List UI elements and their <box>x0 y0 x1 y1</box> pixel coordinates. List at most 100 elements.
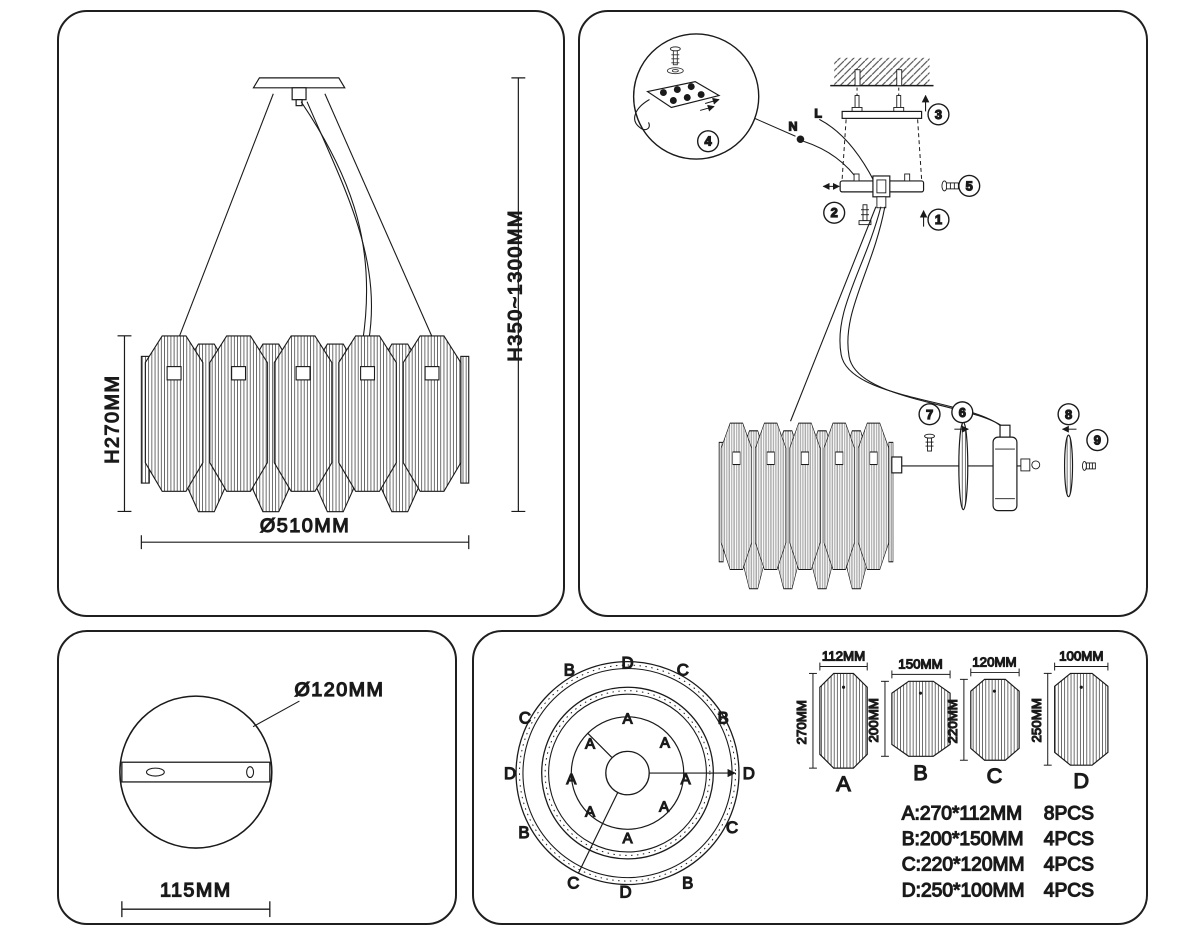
piece-b-width: 150MM <box>898 656 942 671</box>
dimension-drop-height: H350~1300MM <box>504 77 527 513</box>
screw-icon <box>1082 461 1096 471</box>
dimension-diameter-120: Ø120MM <box>252 678 384 728</box>
step-5-number: 5 <box>966 178 973 193</box>
screw-icon <box>924 433 935 452</box>
parts-list-size: D:250*100MM <box>902 880 1025 901</box>
front-view-drawing: H270MM H350~1300MM Ø510MM <box>101 77 527 550</box>
crystal-disc-edge <box>958 421 969 511</box>
terminal-block-icon <box>634 81 721 131</box>
piece-d-width: 100MM <box>1059 649 1103 664</box>
step-1-badge: 1 <box>919 208 950 231</box>
piece-c-height: 220MM <box>945 699 960 743</box>
canopy-plate <box>119 695 273 849</box>
parts-list-size: B:200*150MM <box>902 829 1024 850</box>
dimension-h270: H270MM <box>101 335 132 513</box>
step-9-badge: 9 <box>1086 428 1109 452</box>
step-8-number: 8 <box>1065 407 1072 422</box>
crystal-disc-edge <box>1063 434 1074 498</box>
dimension-115: 115MM <box>121 879 271 918</box>
crystal-piece-c: 120MM 220MM C <box>944 654 1020 789</box>
ring-label: B <box>518 823 529 842</box>
ring-label: C <box>567 873 579 892</box>
crystal-layout-panel: B D C C B D D B C C D B A A A A A A A <box>472 630 1148 925</box>
hanging-cords <box>790 206 1006 429</box>
parts-list-qty: 4PCS <box>1044 829 1094 850</box>
parts-list-qty: 4PCS <box>1044 880 1094 901</box>
canopy-drawing: Ø120MM 115MM <box>119 678 384 918</box>
mounting-bar <box>121 761 271 783</box>
rod-assembly <box>891 421 1096 512</box>
step-3-badge: 3 <box>927 103 950 126</box>
wire-l-label: L <box>814 106 822 120</box>
ceiling <box>830 57 934 87</box>
step-6-number: 6 <box>959 405 966 420</box>
ring-label: D <box>621 653 633 672</box>
ring-label: D <box>743 764 755 783</box>
step-4-number: 4 <box>705 134 713 149</box>
piece-c-width: 120MM <box>972 655 1016 670</box>
front-view-panel: H270MM H350~1300MM Ø510MM <box>57 10 565 617</box>
width-115-label: 115MM <box>160 879 232 901</box>
parts-list-size: A:270*112MM <box>902 803 1022 824</box>
step-2-badge: 2 <box>823 201 872 226</box>
installation-drawing: 4 <box>632 33 1109 590</box>
step-4-badge: 4 <box>696 130 720 153</box>
inner-label: A <box>659 800 669 816</box>
step-7-badge: 7 <box>918 403 941 452</box>
crossbar-bracket <box>822 119 925 209</box>
piece-b-height: 200MM <box>866 698 881 742</box>
ring-label: D <box>504 764 516 783</box>
piece-a-label: A <box>836 771 851 796</box>
step-5-badge: 5 <box>941 174 981 198</box>
parts-list: A:270*112MM 8PCS B:200*150MM 4PCS C:220*… <box>901 803 1094 902</box>
step-9-number: 9 <box>1094 433 1101 448</box>
installation-panel: 4 <box>578 10 1148 617</box>
piece-a-height: 270MM <box>794 700 809 744</box>
step-3-number: 3 <box>935 107 942 122</box>
step-8-badge: 8 <box>1057 403 1080 433</box>
wiring-detail-inset: 4 <box>632 33 796 160</box>
inner-label: A <box>623 712 633 728</box>
ring-label: C <box>726 818 738 837</box>
piece-c-label: C <box>987 763 1003 788</box>
crystal-piece-a: 112MM 270MM A <box>793 648 868 796</box>
wire-n-label: N <box>788 119 797 133</box>
ring-label: B <box>718 709 729 728</box>
crystal-layout-drawing: B D C C B D D B C C D B A A A A A A A <box>503 648 1109 902</box>
piece-d-label: D <box>1073 768 1089 793</box>
screw-icon <box>858 204 872 226</box>
ceiling-canopy <box>252 77 346 107</box>
inner-label: A <box>585 736 595 752</box>
piece-a-width: 112MM <box>822 649 865 664</box>
inner-label: A <box>566 772 576 788</box>
diameter-510-label: Ø510MM <box>260 515 350 537</box>
inner-position-labels: A A A A A A A A <box>566 711 692 848</box>
step-7-number: 7 <box>926 407 933 422</box>
inner-label: A <box>585 804 595 820</box>
inner-label: A <box>681 772 691 788</box>
ring-label: B <box>682 873 693 892</box>
inner-label: A <box>623 831 633 847</box>
ring-label: D <box>619 882 631 901</box>
diameter-120-label: Ø120MM <box>294 679 384 701</box>
suspension-wires <box>177 93 437 346</box>
canopy-panel: Ø120MM 115MM <box>57 630 457 925</box>
mounting-strap <box>841 87 930 119</box>
piece-b-label: B <box>913 760 927 785</box>
round-hole <box>246 766 255 779</box>
drop-height-label: H350~1300MM <box>504 209 526 361</box>
crystal-piece-d: 100MM 250MM D <box>1028 648 1109 793</box>
ring-label: C <box>519 709 531 728</box>
parts-list-size: C:220*120MM <box>902 855 1025 876</box>
slot-hole <box>145 767 165 777</box>
screw-icon <box>941 180 959 192</box>
screw-icon <box>666 46 684 75</box>
step-6-badge: 6 <box>951 401 974 433</box>
h270-label: H270MM <box>102 374 124 463</box>
step-2-number: 2 <box>831 205 838 220</box>
step-1-number: 1 <box>935 212 942 227</box>
piece-d-height: 250MM <box>1029 698 1044 742</box>
top-view-rings <box>515 660 740 886</box>
ring-label: C <box>677 660 689 679</box>
